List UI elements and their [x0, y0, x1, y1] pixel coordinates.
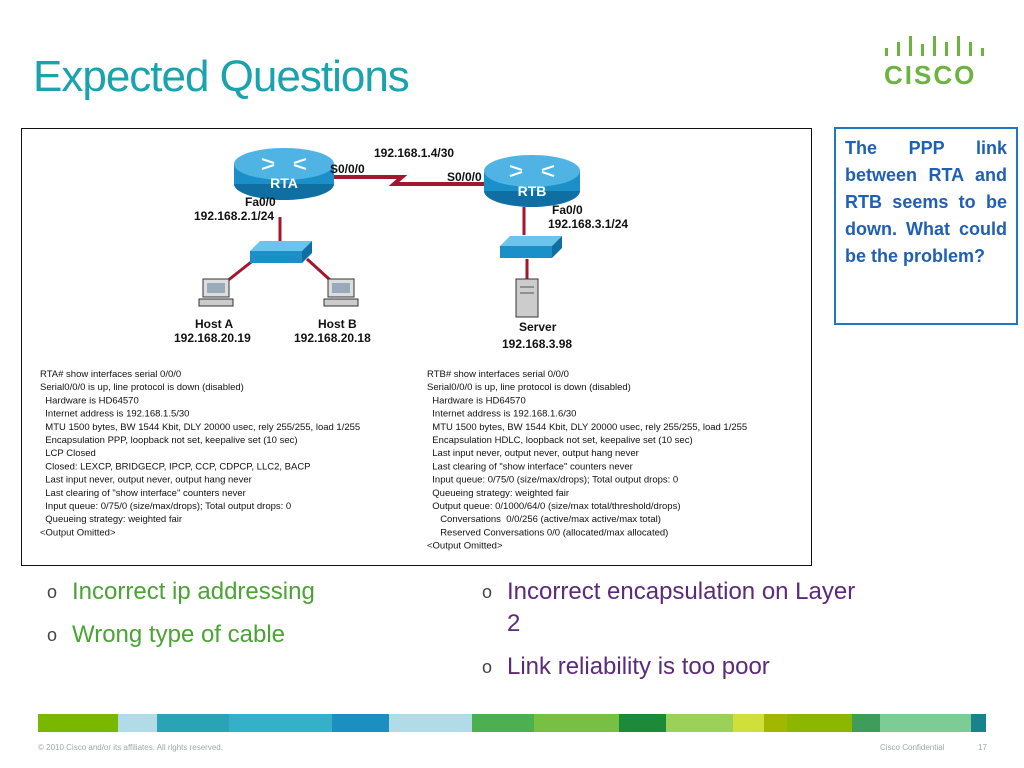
- cli-output-line: Last input never, output never, output h…: [427, 448, 639, 459]
- cli-output-line: MTU 1500 bytes, BW 1544 Kbit, DLY 20000 …: [427, 422, 747, 433]
- bar-segment: [665, 714, 733, 732]
- router-rtb-icon[interactable]: RTB: [484, 155, 580, 207]
- bar-segment: [229, 714, 333, 732]
- bullet-text: Incorrect ip addressing: [72, 578, 315, 605]
- server-label: Server: [519, 320, 557, 334]
- switch-b-icon[interactable]: [500, 236, 562, 258]
- rta-fa-label: Fa0/0: [245, 195, 276, 209]
- rtb-fa-ip-label: 192.168.3.1/24: [548, 217, 628, 231]
- server-ip-label: 192.168.3.98: [502, 337, 572, 351]
- cli-output-line: Serial0/0/0 is up, line protocol is down…: [40, 382, 244, 393]
- host-a-label: Host A: [195, 317, 234, 331]
- bar-segment: [118, 714, 157, 732]
- bullet-text: Incorrect encapsulation on Layer 2: [507, 578, 856, 637]
- footer-confidential: Cisco Confidential: [880, 743, 945, 752]
- link-network-label: 192.168.1.4/30: [374, 146, 454, 160]
- cli-output-line: Input queue: 0/75/0 (size/max/drops); To…: [40, 501, 291, 512]
- cli-output-line: RTB# show interfaces serial 0/0/0: [427, 369, 569, 380]
- bar-segment: [880, 714, 971, 732]
- cisco-bridge-icon: [885, 36, 984, 56]
- cli-output-line: Hardware is HD64570: [40, 395, 139, 406]
- bar-segment: [156, 714, 230, 732]
- router-rtb-label: RTB: [518, 183, 547, 199]
- network-diagram: RTA RTB: [40, 146, 747, 552]
- server-icon[interactable]: [515, 278, 539, 318]
- cli-output-line: Serial0/0/0 is up, line protocol is down…: [427, 382, 631, 393]
- page-number: 17: [978, 743, 987, 752]
- cli-output-line: Queueing strategy: weighted fair: [427, 488, 569, 499]
- cli-output-line: Encapsulation PPP, loopback not set, kee…: [40, 435, 298, 446]
- cli-output-line: <Output Omitted>: [40, 527, 116, 538]
- cli-output-line: Internet address is 192.168.1.6/30: [427, 409, 576, 420]
- rtb-fa-label: Fa0/0: [552, 203, 583, 217]
- bar-segment: [732, 714, 764, 732]
- bar-segment: [970, 714, 987, 732]
- cisco-logo: CISCO: [880, 34, 990, 94]
- rta-serial-label: S0/0/0: [330, 162, 365, 176]
- bar-segment: [389, 714, 472, 732]
- cli-output-line: <Output Omitted>: [427, 541, 503, 552]
- rta-fa-ip-label: 192.168.2.1/24: [194, 209, 274, 223]
- cli-output-line: Reserved Conversations 0/0 (allocated/ma…: [427, 527, 668, 538]
- cli-output-line: Encapsulation HDLC, loopback not set, ke…: [427, 435, 693, 446]
- cli-output-line: Output queue: 0/1000/64/0 (size/max tota…: [427, 501, 681, 512]
- cli-output-line: Hardware is HD64570: [427, 395, 526, 406]
- question-callout: The PPP link between RTA and RTB seems t…: [834, 127, 1018, 325]
- rta-cli-output: RTA# show interfaces serial 0/0/0Serial0…: [40, 369, 360, 538]
- bar-segment: [851, 714, 881, 732]
- cli-output-line: Last clearing of "show interface" counte…: [427, 461, 633, 472]
- cli-output-line: Last input never, output never, output h…: [40, 475, 252, 486]
- bar-segment: [619, 714, 666, 732]
- cli-output-line: Queueing strategy: weighted fair: [40, 514, 182, 525]
- cli-output-line: Input queue: 0/75/0 (size/max/drops); To…: [427, 475, 678, 486]
- bottom-color-bar: [38, 714, 987, 732]
- rtb-cli-output: RTB# show interfaces serial 0/0/0Serial0…: [427, 369, 747, 552]
- bar-segment: [533, 714, 620, 732]
- page-title: Expected Questions: [33, 52, 410, 101]
- bar-segment: [38, 714, 119, 732]
- host-b-ip-label: 192.168.20.18: [294, 331, 371, 345]
- host-b-icon[interactable]: [323, 278, 359, 307]
- bar-segment: [471, 714, 534, 732]
- host-a-icon[interactable]: [198, 278, 234, 307]
- cli-output-line: RTA# show interfaces serial 0/0/0: [40, 369, 181, 380]
- bar-segment: [787, 714, 852, 732]
- cisco-logo-text: CISCO: [884, 60, 977, 90]
- bar-segment: [763, 714, 788, 732]
- bar-segment: [332, 714, 390, 732]
- network-diagram-figure: RTA RTB: [21, 128, 812, 566]
- cli-output-line: LCP Closed: [40, 448, 96, 459]
- rtb-serial-label: S0/0/0: [447, 170, 482, 184]
- footer-copyright: © 2010 Cisco and/or its affiliates. All …: [38, 743, 223, 752]
- router-rta-icon[interactable]: RTA: [234, 148, 334, 200]
- host-b-label: Host B: [318, 317, 357, 331]
- host-a-ip-label: 192.168.20.19: [174, 331, 251, 345]
- router-rta-label: RTA: [270, 175, 298, 191]
- bullet-text: Wrong type of cable: [72, 621, 286, 648]
- cli-output-line: MTU 1500 bytes, BW 1544 Kbit, DLY 20000 …: [40, 422, 360, 433]
- bullet-text: Link reliability is too poor: [507, 653, 770, 680]
- serial-link: [334, 175, 488, 186]
- cli-output-line: Internet address is 192.168.1.5/30: [40, 409, 189, 420]
- cli-output-line: Closed: LEXCP, BRIDGECP, IPCP, CCP, CDPC…: [40, 461, 311, 472]
- cli-output-line: Last clearing of "show interface" counte…: [40, 488, 246, 499]
- cli-output-line: Conversations 0/0/256 (active/max active…: [427, 514, 661, 525]
- switch-a-icon[interactable]: [250, 241, 312, 263]
